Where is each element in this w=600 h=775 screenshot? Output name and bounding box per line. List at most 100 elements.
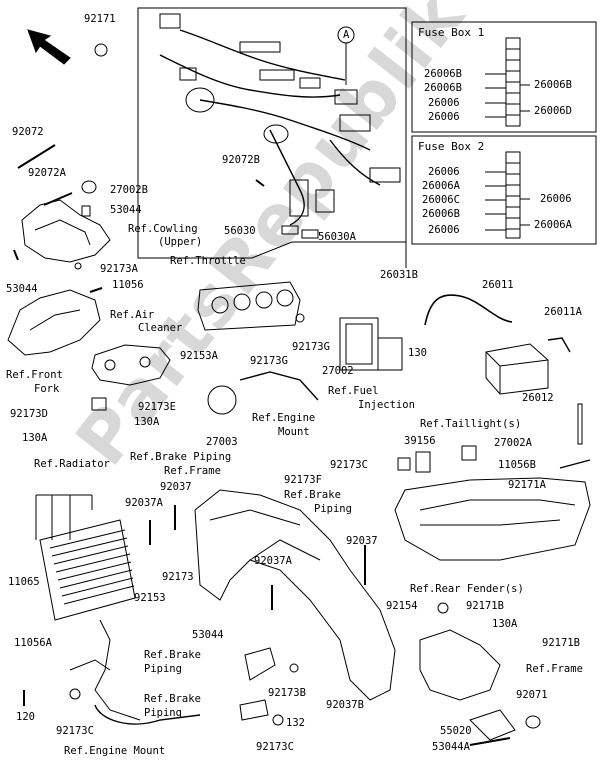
part-label: 92171A	[508, 479, 546, 491]
part-label: 92154	[386, 600, 418, 612]
part-label: 92037	[346, 535, 378, 547]
throttle-body	[197, 281, 301, 331]
reference-label: Ref.Throttle	[170, 255, 246, 267]
part-label: 56030A	[318, 231, 356, 243]
fuse-box-2-left-label: 26006C	[422, 194, 460, 206]
fuse-box-1-left-label: 26006B	[424, 68, 462, 80]
part-label: 92153	[134, 592, 166, 604]
part-label: 26031B	[380, 269, 418, 281]
part-label: 55020	[440, 725, 472, 737]
part-label: 92173C	[56, 725, 94, 737]
reference-label: Ref.Brake	[284, 489, 341, 501]
part-label: 26011	[482, 279, 514, 291]
part-53044	[81, 205, 91, 217]
fuse-box-2-left-label: 26006	[428, 166, 460, 178]
part-label: 92173A	[100, 263, 138, 275]
reference-label: Cleaner	[138, 322, 183, 334]
part-label: 92173	[162, 571, 194, 583]
clip-92171	[94, 43, 108, 57]
part-label: 53044	[6, 283, 38, 295]
main-harness-box	[137, 7, 407, 259]
part-label: 11065	[8, 576, 40, 588]
part-label: 92173F	[284, 474, 322, 486]
rear-fender-tray	[394, 477, 591, 561]
reference-label: Ref.Cowling	[128, 223, 198, 235]
reference-label: Piping	[144, 663, 182, 675]
reference-label: Ref.Frame	[526, 663, 583, 675]
part-label: 26012	[522, 392, 554, 404]
rear-bracket	[419, 629, 501, 701]
upper-bracket	[91, 344, 171, 386]
clamp-92173c	[397, 457, 411, 471]
part-label: 130	[408, 347, 427, 359]
part-label: 26011A	[544, 306, 582, 318]
fuse-box-2-right-label: 26006	[540, 193, 572, 205]
part-27002a	[461, 445, 477, 461]
part-label: 92171	[84, 13, 116, 25]
reference-label: Ref.Fuel	[328, 385, 379, 397]
fuse-box-2-title: Fuse Box 2	[418, 140, 485, 153]
reference-label: Ref.Frame	[164, 465, 221, 477]
reference-label: Ref.Brake	[144, 693, 201, 705]
fuse-box-2-left-label: 26006B	[422, 208, 460, 220]
part-label: 27002A	[494, 437, 532, 449]
ecu-27002	[339, 317, 379, 371]
part-label: 92171B	[466, 600, 504, 612]
bolt-taillight	[577, 403, 583, 445]
front-direction-arrow-icon	[27, 29, 71, 65]
fuse-box-1-left-label: 26006	[428, 97, 460, 109]
nut-92171b	[437, 602, 449, 614]
reference-label: Ref.Engine Mount	[64, 745, 166, 757]
fuse-box-1-title: Fuse Box 1	[418, 26, 485, 39]
lower-bracket-left	[69, 619, 141, 721]
reference-label: Ref.Radiator	[34, 458, 110, 470]
fuse-box-2-left-label: 26006A	[422, 180, 460, 192]
part-label: 92037B	[326, 699, 364, 711]
part-label: 92072	[12, 126, 44, 138]
part-label: 92071	[516, 689, 548, 701]
fuse-box-1-left-label: 26006B	[424, 82, 462, 94]
part-39156	[415, 451, 431, 473]
part-label: 120	[16, 711, 35, 723]
part-label: 92072B	[222, 154, 260, 166]
part-label: 92037A	[125, 497, 163, 509]
part-label: 92153A	[180, 350, 218, 362]
clamp-92173g	[295, 313, 305, 323]
part-label: 92072A	[28, 167, 66, 179]
collar-92173c	[69, 688, 81, 700]
reference-label: Piping	[314, 503, 352, 515]
part-label: 132	[286, 717, 305, 729]
part-label: 11056B	[498, 459, 536, 471]
part-label: 27002B	[110, 184, 148, 196]
reference-label: Ref.Brake Piping	[130, 451, 232, 463]
brake-piping-bracket-upper	[244, 647, 276, 681]
part-label: 92037	[160, 481, 192, 493]
part-label: 92173C	[256, 741, 294, 753]
fuse-box-1-right-label: 26006D	[534, 105, 572, 117]
part-label: 92173G	[292, 341, 330, 353]
rod-92072	[17, 144, 56, 169]
reference-label: Mount	[278, 426, 310, 438]
part-label: 92037A	[254, 555, 292, 567]
fuse-box-2-frame	[411, 135, 597, 245]
fuse-box-2-left-label: 26006	[428, 224, 460, 236]
part-label: 92173G	[250, 355, 288, 367]
part-label: 11056	[112, 279, 144, 291]
reference-label: Ref.Front	[6, 369, 63, 381]
fuse-box-1-right-label: 26006B	[534, 79, 572, 91]
rubber-92173d	[91, 397, 107, 411]
brake-piping-bracket-lower	[239, 699, 269, 721]
part-label: 92173D	[10, 408, 48, 420]
cowling-stay-assembly	[21, 199, 111, 270]
callout-a: A	[343, 29, 350, 41]
fuse-box-1-left-label: 26006	[428, 111, 460, 123]
relay-box	[377, 337, 403, 371]
part-label: 53044	[110, 204, 142, 216]
reference-label: Ref.Brake	[144, 649, 201, 661]
reference-label: (Upper)	[158, 236, 203, 248]
part-label: 11056A	[14, 637, 52, 649]
reference-label: Ref.Air	[110, 309, 155, 321]
reference-label: Injection	[358, 399, 415, 411]
